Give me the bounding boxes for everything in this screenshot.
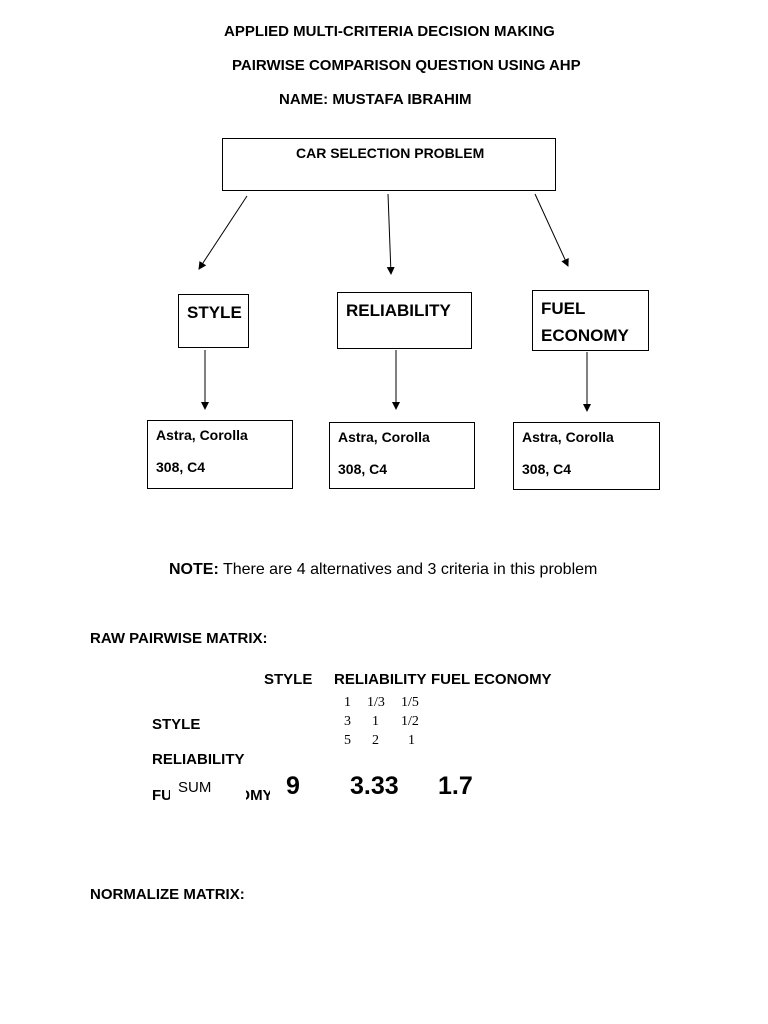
goal-label: CAR SELECTION PROBLEM	[296, 145, 485, 161]
matrix-cell: 1/2	[401, 714, 419, 729]
col-header-style: STYLE	[264, 671, 313, 688]
criterion-label: STYLE	[187, 303, 242, 322]
matrix-cell: 1	[372, 714, 379, 729]
alternatives-line-1: Astra, Corolla	[156, 427, 248, 443]
alternatives-line-2: 308, C4	[522, 461, 572, 477]
alternatives-line-1: Astra, Corolla	[338, 429, 430, 445]
criterion-fuel-economy: FUEL ECONOMY	[532, 290, 649, 351]
matrix-cell: 1/3	[367, 695, 385, 710]
note-text: There are 4 alternatives and 3 criteria …	[218, 561, 598, 578]
criterion-style: STYLE	[178, 294, 249, 348]
note: NOTE: There are 4 alternatives and 3 cri…	[169, 561, 597, 579]
title-line-1: APPLIED MULTI-CRITERIA DECISION MAKING	[224, 23, 555, 40]
col-header-fuel-economy: FUEL ECONOMY	[431, 671, 552, 688]
sum-value-style: 9	[286, 772, 300, 800]
matrix-cell: 1/5	[401, 695, 419, 710]
matrix-cell: 1	[344, 695, 351, 710]
sum-label: SUM	[178, 779, 212, 796]
normalize-heading: NORMALIZE MATRIX:	[90, 886, 245, 903]
alternatives-box-style: Astra, Corolla 308, C4	[147, 420, 293, 489]
alternatives-line-2: 308, C4	[156, 459, 206, 475]
note-label: NOTE:	[169, 561, 219, 578]
alternatives-box-fuel-economy: Astra, Corolla 308, C4	[513, 422, 660, 490]
criterion-reliability: RELIABILITY	[337, 292, 472, 349]
matrix-cell: 2	[372, 733, 379, 748]
row-label-reliability: RELIABILITY	[152, 751, 245, 768]
raw-matrix-heading: RAW PAIRWISE MATRIX:	[90, 630, 268, 647]
matrix-cell: 3	[344, 714, 351, 729]
col-header-reliability: RELIABILITY	[334, 671, 427, 688]
goal-box: CAR SELECTION PROBLEM	[222, 138, 556, 191]
alternatives-line-1: Astra, Corolla	[522, 429, 614, 445]
sum-label-box: SUM	[170, 776, 246, 804]
criterion-label: FUEL ECONOMY	[541, 299, 629, 345]
matrix-cell: 1	[408, 733, 415, 748]
matrix-cell: 5	[344, 733, 351, 748]
alternatives-box-reliability: Astra, Corolla 308, C4	[329, 422, 475, 489]
criterion-label: RELIABILITY	[346, 301, 451, 320]
row-label-style: STYLE	[152, 716, 201, 733]
alternatives-line-2: 308, C4	[338, 461, 388, 477]
sum-value-reliability: 3.33	[350, 772, 399, 800]
title-line-2: PAIRWISE COMPARISON QUESTION USING AHP	[232, 57, 581, 74]
sum-value-fuel-economy: 1.7	[438, 772, 473, 800]
author-name: NAME: MUSTAFA IBRAHIM	[279, 91, 472, 108]
